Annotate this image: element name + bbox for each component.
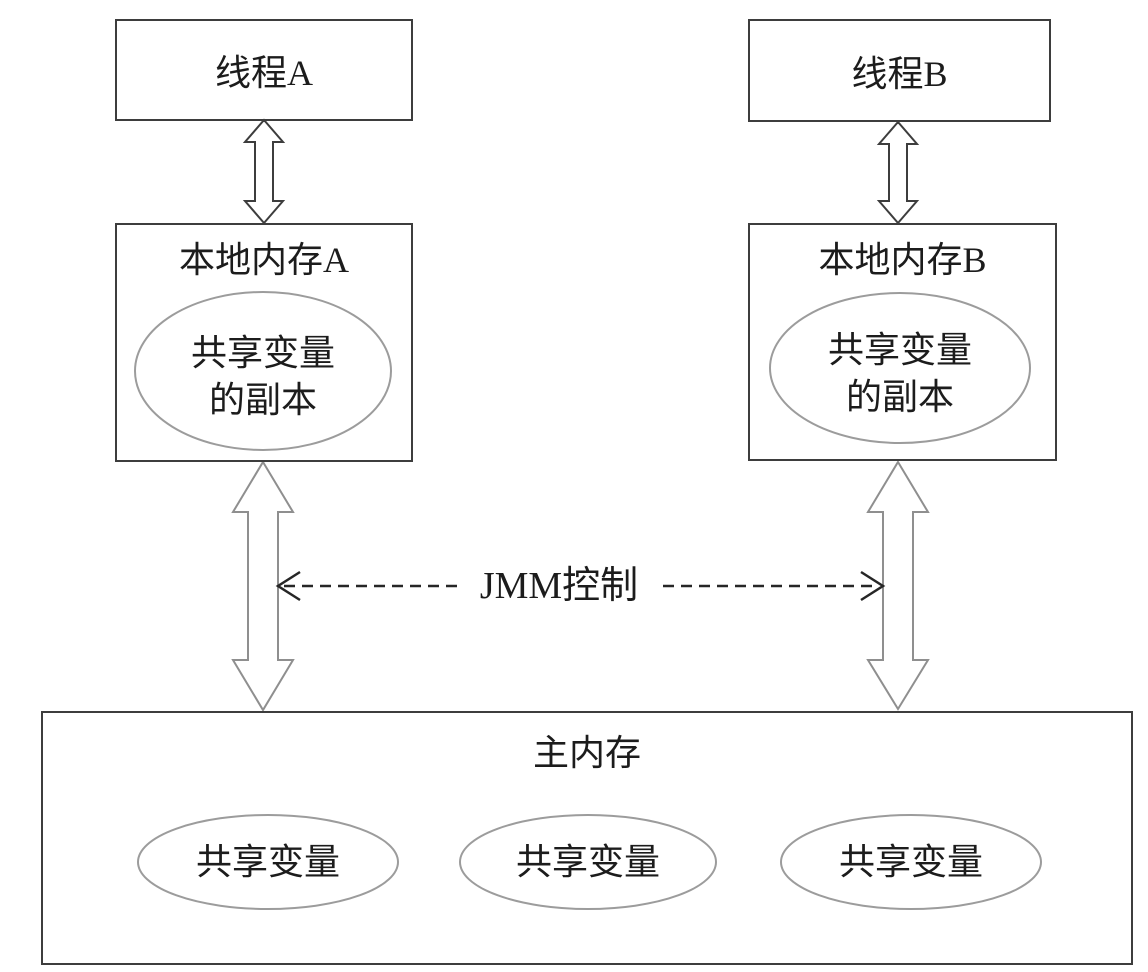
- main-memory-shared-var-label-1: 共享变量: [195, 842, 340, 882]
- local-a-main-memory-double-arrow-icon: [231, 460, 295, 712]
- local-memory-b-box: [748, 223, 1057, 461]
- jmm-control-label: JMM控制: [479, 565, 639, 607]
- main-memory-box: [41, 711, 1133, 965]
- local-memory-b-shared-copy-line2: 的副本: [845, 377, 954, 417]
- local-memory-a-shared-copy-label: 共享变量 的副本: [135, 330, 391, 424]
- main-memory-shared-var-label-2: 共享变量: [515, 842, 660, 882]
- main-memory-shared-var-label-3: 共享变量: [838, 842, 983, 882]
- thread-a-label: 线程A: [215, 53, 313, 93]
- main-memory-shared-var-ellipse-3: [780, 814, 1042, 910]
- main-memory-title: 主内存: [532, 733, 641, 773]
- local-memory-a-box: [115, 223, 413, 462]
- local-a-shared-copy-ellipse: [134, 291, 392, 451]
- thread-b-label: 线程B: [851, 53, 948, 94]
- main-memory-shared-var-ellipse-1: [137, 814, 399, 910]
- jmm-dashed-left-arrowhead-icon: [275, 570, 301, 602]
- local-memory-b-title: 本地内存B: [818, 240, 987, 280]
- local-memory-a-title: 本地内存A: [179, 240, 349, 280]
- jmm-dashed-right-arrowhead-icon: [860, 570, 886, 602]
- thread-b-box: 线程B: [748, 19, 1051, 122]
- local-b-main-memory-double-arrow-icon: [866, 460, 930, 711]
- local-memory-a-shared-copy-line1: 共享变量: [190, 333, 335, 373]
- local-memory-b-shared-copy-line1: 共享变量: [827, 330, 972, 370]
- main-memory-shared-var-ellipse-2: [459, 814, 717, 910]
- local-b-shared-copy-ellipse: [769, 292, 1031, 444]
- thread-a-local-a-double-arrow-icon: [242, 118, 286, 225]
- thread-a-box: 线程A: [115, 19, 413, 121]
- local-memory-b-shared-copy-label: 共享变量 的副本: [770, 327, 1030, 421]
- local-memory-a-shared-copy-line2: 的副本: [208, 380, 317, 420]
- thread-b-local-b-double-arrow-icon: [876, 120, 920, 225]
